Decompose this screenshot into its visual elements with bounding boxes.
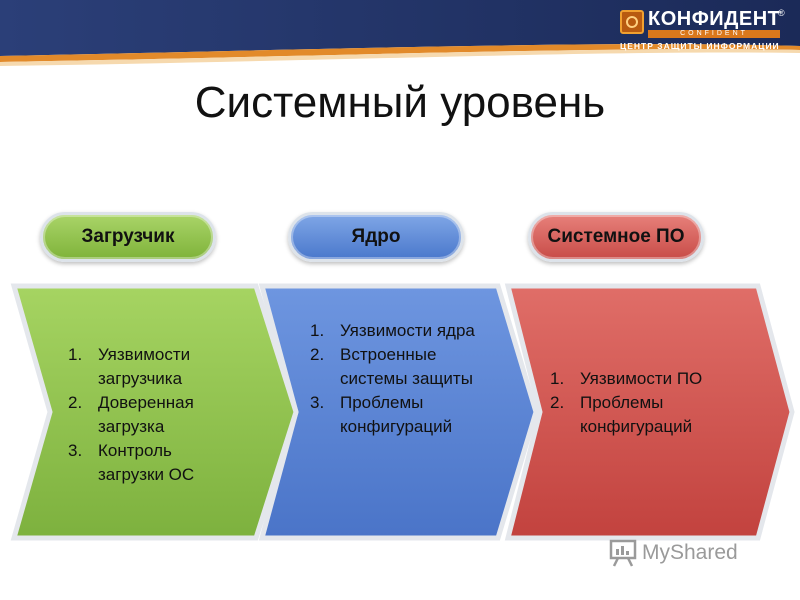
list-item: 1.Уязвимости ПО xyxy=(550,369,703,388)
list-item: 1.Уязвимости загрузчика xyxy=(68,345,191,388)
category-kernel: Ядро xyxy=(288,212,464,262)
page-title: Системный уровень xyxy=(194,78,606,127)
logo-emblem-icon xyxy=(620,10,644,34)
chevron-green xyxy=(10,283,299,541)
list-item: 2.Встроенные системы защиты xyxy=(310,345,473,388)
header-band xyxy=(0,0,800,66)
presentation-board-icon xyxy=(609,539,637,567)
logo-latin-name: CONFIDENT xyxy=(648,30,780,38)
list-item: 3.Контроль загрузки ОС xyxy=(68,441,195,484)
kernel-list: 1.Уязвимости ядра 2.Встроенные системы з… xyxy=(310,319,490,439)
list-item: 2.Проблемы конфигураций xyxy=(550,393,693,436)
bootloader-list: 1.Уязвимости загрузчика 2.Доверенная заг… xyxy=(68,343,238,487)
category-system-software: Системное ПО xyxy=(528,212,704,262)
logo-name: КОНФИДЕНТ xyxy=(648,8,781,30)
logo-tagline: ЦЕНТР ЗАЩИТЫ ИНФОРМАЦИИ xyxy=(620,41,780,51)
watermark-text: MyShared xyxy=(642,541,738,564)
list-item: 3.Проблемы конфигураций xyxy=(310,393,453,436)
list-item: 1.Уязвимости ядра xyxy=(310,321,475,340)
chevron-red xyxy=(504,283,795,541)
chevron-process xyxy=(10,283,795,541)
category-bootloader: Загрузчик xyxy=(40,212,216,262)
logo-registered-mark: ® xyxy=(778,8,785,18)
list-item: 2.Доверенная загрузка xyxy=(68,393,194,436)
confident-logo: КОНФИДЕНТ ® CONFIDENT ЦЕНТР ЗАЩИТЫ ИНФОР… xyxy=(620,8,790,54)
myshared-watermark: MyShared xyxy=(608,538,738,568)
system-software-list: 1.Уязвимости ПО 2.Проблемы конфигураций xyxy=(550,367,740,439)
